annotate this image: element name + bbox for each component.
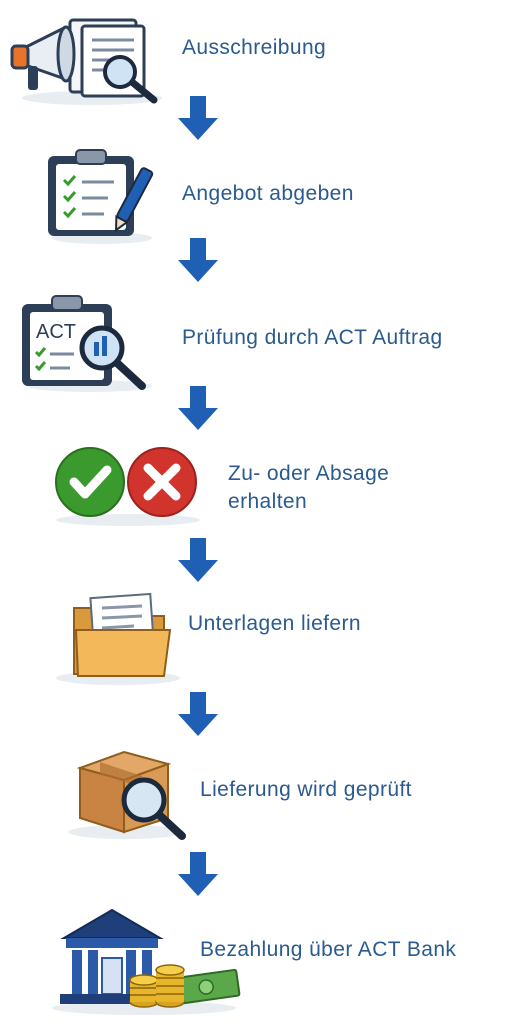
step-pruefung-act-auftrag: ACT Prüfung durch ACT Auftrag [0,286,520,396]
step-lieferung-geprueft: Lieferung wird geprüft [0,740,520,846]
arrow-down-icon [178,96,218,140]
step-ausschreibung: Ausschreibung [0,0,520,110]
step-label-line1: Zu- oder Absage [228,462,390,485]
step-label: Prüfung durch ACT Auftrag [182,326,443,349]
arrow-down-icon [178,538,218,582]
step-label: Ausschreibung [182,36,327,59]
bank-money-icon [52,908,241,1015]
arrow-down-icon [178,852,218,896]
step-bezahlung-act-bank: Bezahlung über ACT Bank [0,900,520,1018]
step-label: Angebot abgeben [182,182,354,205]
arrow-down-icon [178,386,218,430]
clipboard-act-magnifier-icon: ACT [22,295,152,392]
check-cross-icon [55,447,200,526]
step-label: Unterlagen liefern [188,612,361,635]
step-label-line2: erhalten [228,490,308,513]
clipboard-pen-icon [48,149,154,244]
megaphone-document-search-icon [10,18,162,105]
step-label: Bezahlung über ACT Bank [200,938,457,961]
arrow-down-icon [178,238,218,282]
arrow-down-icon [178,692,218,736]
step-label: Lieferung wird geprüft [200,778,412,801]
step-angebot-abgeben: Angebot abgeben [0,140,520,250]
step-unterlagen-liefern: Unterlagen liefern [0,586,520,690]
step-zu-oder-absage: Zu- oder Absage erhalten [0,436,520,536]
box-magnifier-icon [68,750,186,840]
folder-documents-icon [56,592,180,685]
step-label: Zu- oder Absage erhalten [228,460,389,516]
act-badge-text: ACT [36,321,76,343]
